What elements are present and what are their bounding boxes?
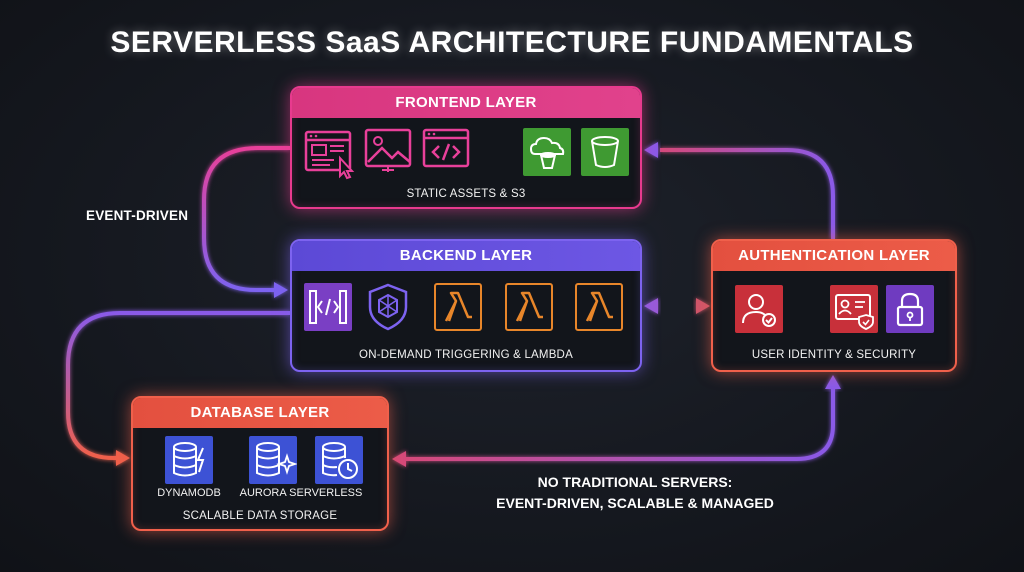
event-driven-label: EVENT-DRIVEN: [86, 208, 189, 223]
arrow-auth-to-frontend: [660, 148, 835, 239]
backend-layer-caption: ON-DEMAND TRIGGERING & LAMBDA: [359, 349, 573, 361]
lambda-icon: [575, 283, 623, 331]
arrowhead-auth-left: [696, 298, 710, 314]
id-card-icon: [830, 285, 878, 333]
s3-cloud-bucket-icon: [523, 128, 571, 176]
lambda-icon: [434, 283, 482, 331]
user-check-icon: [735, 285, 783, 333]
arrow-database-auth: [406, 388, 835, 461]
frontend-layer-header: FRONTEND LAYER: [292, 88, 640, 118]
arrow-frontend-to-backend: [202, 146, 290, 292]
arrowhead-database-left: [116, 450, 130, 466]
lock-icon: [886, 285, 934, 333]
page-title: SERVERLESS SaaS ARCHITECTURE FUNDAMENTAL…: [110, 26, 914, 59]
frontend-layer: FRONTEND LAYER: [290, 86, 642, 209]
arrowhead-backend-right: [644, 298, 658, 314]
dynamodb-icon: [165, 436, 213, 484]
database-clock-icon: [315, 436, 363, 484]
s3-bucket-icon: [581, 128, 629, 176]
aurora-serverless-label: AURORA SERVERLESS: [239, 487, 363, 499]
database-layer-header: DATABASE LAYER: [133, 398, 387, 428]
api-gateway-icon: [304, 283, 352, 331]
code-window-icon: [422, 128, 470, 168]
dynamodb-label: DYNAMODB: [157, 487, 221, 499]
arrowhead-backend-left: [274, 282, 288, 298]
web-page-icon: [304, 130, 355, 180]
arrow-backend-to-database: [66, 311, 290, 460]
authentication-layer: AUTHENTICATION LAYER USER IDENTI: [711, 239, 957, 372]
authentication-layer-header: AUTHENTICATION LAYER: [713, 241, 955, 271]
database-layer: DATABASE LAYER DYNAMODB AURORA SERVERLES…: [131, 396, 389, 531]
aurora-icon: [249, 436, 298, 484]
backend-layer: BACKEND LAYER: [290, 239, 642, 372]
arrowhead-auth-bottom: [825, 375, 841, 389]
authentication-layer-caption: USER IDENTITY & SECURITY: [751, 349, 917, 361]
note-line-1: NO TRADITIONAL SERVERS:: [537, 474, 733, 490]
backend-layer-header: BACKEND LAYER: [292, 241, 640, 271]
arrowhead-frontend-right: [644, 142, 658, 158]
lambda-icon: [505, 283, 553, 331]
architecture-note: NO TRADITIONAL SERVERS: EVENT-DRIVEN, SC…: [470, 472, 800, 514]
frontend-layer-caption: STATIC ASSETS & S3: [406, 188, 526, 200]
arrowhead-database-right: [392, 451, 406, 467]
database-layer-caption: SCALABLE DATA STORAGE: [182, 510, 338, 522]
shield-icon: [368, 283, 408, 331]
note-line-2: EVENT-DRIVEN, SCALABLE & MANAGED: [496, 495, 774, 511]
image-icon: [364, 128, 412, 172]
